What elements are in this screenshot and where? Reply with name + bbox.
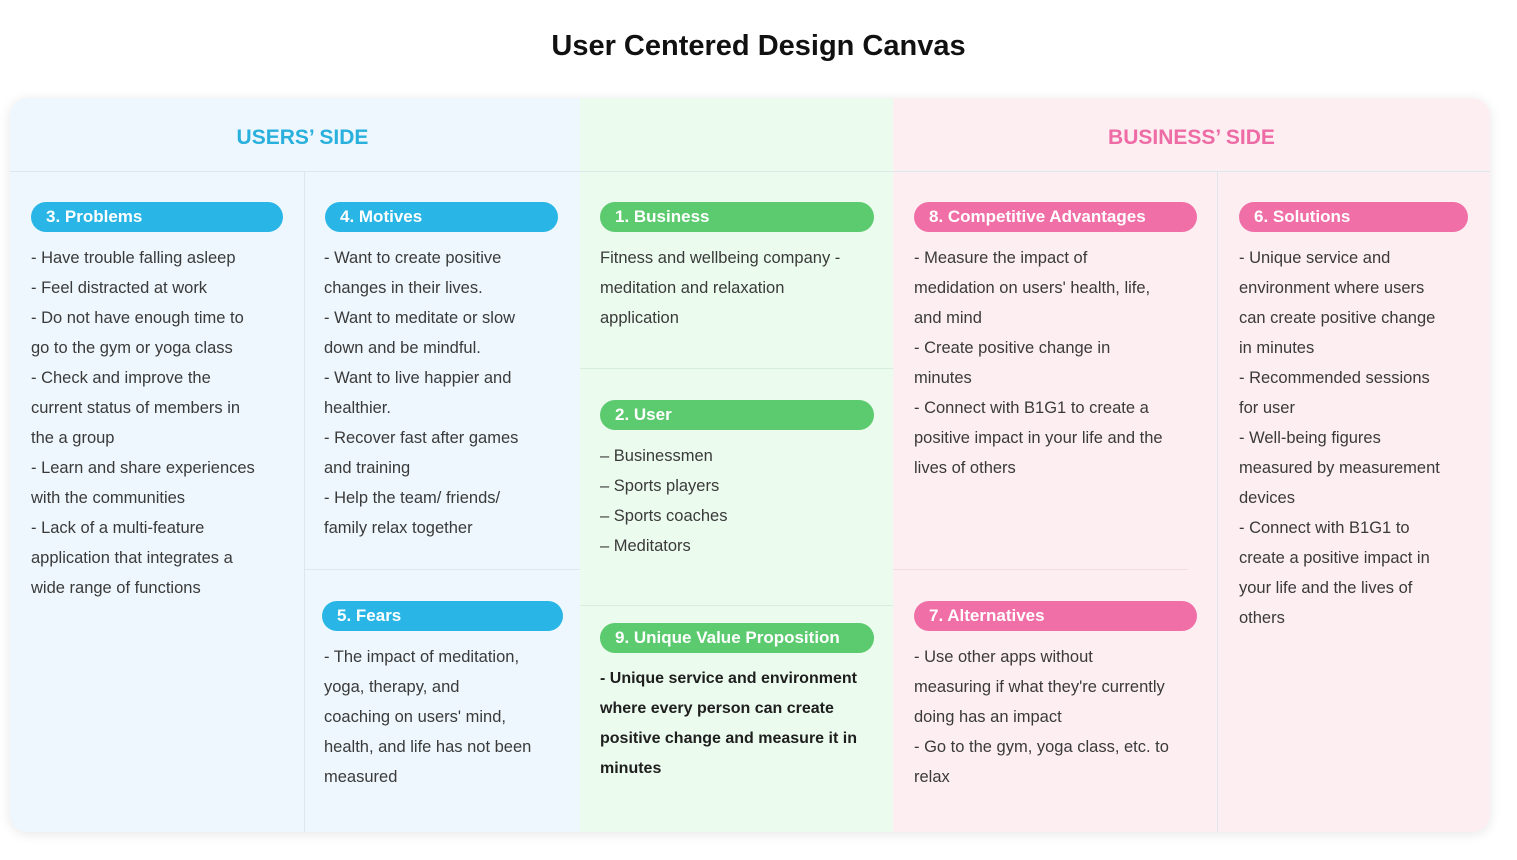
list-line: - Learn and share experiences (31, 459, 255, 477)
list-line: - Check and improve the (31, 369, 211, 387)
list-line: for user (1239, 399, 1295, 417)
list-line: and training (324, 459, 411, 477)
list-line: minutes (914, 369, 972, 387)
list-line: - Want to meditate or slow (324, 309, 516, 327)
list-line: - Unique service and environment (600, 670, 857, 687)
business-description: Fitness and wellbeing company - meditatio… (600, 243, 840, 333)
list-line: health, and life has not been (324, 738, 532, 756)
list-line: yoga, therapy, and (324, 678, 460, 696)
list-line: - Do not have enough time to (31, 309, 244, 327)
list-line: where every person can create (600, 700, 834, 717)
uvp-header: 9. Unique Value Proposition (600, 623, 874, 653)
design-canvas: USERS’ SIDE BUSINESS’ SIDE 3. Problems -… (10, 98, 1490, 832)
list-line: go to the gym or yoga class (31, 339, 233, 357)
solutions-header: 6. Solutions (1239, 202, 1468, 232)
alternatives-header: 7. Alternatives (914, 601, 1197, 631)
list-line: - Feel distracted at work (31, 279, 208, 297)
list-line: - Want to create positive (324, 249, 502, 267)
list-line: down and be mindful. (324, 339, 481, 357)
list-line: in minutes (1239, 339, 1315, 357)
list-line: others (1239, 609, 1285, 627)
list-line: – Sports coaches (600, 507, 728, 525)
uvp-list: - Unique service and environment where ev… (600, 664, 857, 784)
list-line: - Lack of a multi-feature (31, 519, 205, 537)
users-column-divider (304, 171, 305, 832)
problems-header: 3. Problems (31, 202, 283, 232)
list-line: can create positive change (1239, 309, 1436, 327)
solutions-list: - Unique service and environment where us… (1239, 243, 1440, 633)
list-line: doing has an impact (914, 708, 1062, 726)
list-line: - Recover fast after games (324, 429, 519, 447)
motives-list: - Want to create positive changes in thei… (324, 243, 518, 543)
list-line: - Use other apps without (914, 648, 1093, 666)
list-line: environment where users (1239, 279, 1425, 297)
motives-fears-divider (304, 569, 580, 570)
list-line: minutes (600, 760, 662, 777)
user-list: – Businessmen – Sports players – Sports co… (600, 441, 728, 561)
fears-header: 5. Fears (322, 601, 563, 631)
list-line: - Connect with B1G1 to (1239, 519, 1410, 537)
list-line: application that integrates a (31, 549, 233, 567)
list-line: medidation on users' health, life, (914, 279, 1151, 297)
list-line: the a group (31, 429, 115, 447)
list-line: and mind (914, 309, 982, 327)
user-header: 2. User (600, 400, 874, 430)
list-line: meditation and relaxation (600, 279, 785, 297)
competitive-alternatives-divider (893, 569, 1188, 570)
list-line: - Want to live happier and (324, 369, 512, 387)
fears-list: - The impact of meditation, yoga, therapy… (324, 642, 531, 792)
list-line: your life and the lives of (1239, 579, 1413, 597)
list-line: - Unique service and (1239, 249, 1391, 267)
business-side-label: BUSINESS’ SIDE (1108, 126, 1275, 149)
list-line: – Sports players (600, 477, 720, 495)
list-line: - Have trouble falling asleep (31, 249, 236, 267)
list-line: changes in their lives. (324, 279, 483, 297)
list-line: - Connect with B1G1 to create a (914, 399, 1149, 417)
list-line: – Meditators (600, 537, 691, 555)
list-line: coaching on users' mind, (324, 708, 506, 726)
business-user-divider (580, 368, 893, 369)
list-line: - Measure the impact of (914, 249, 1088, 267)
list-line: relax (914, 768, 950, 786)
list-line: wide range of functions (31, 579, 201, 597)
business-column-divider (1217, 171, 1218, 832)
list-line: - The impact of meditation, (324, 648, 520, 666)
business-header: 1. Business (600, 202, 874, 232)
competitive-advantages-header: 8. Competitive Advantages (914, 202, 1197, 232)
list-line: positive impact in your life and the (914, 429, 1163, 447)
list-line: measuring if what they're currently (914, 678, 1165, 696)
list-line: - Go to the gym, yoga class, etc. to (914, 738, 1169, 756)
page-title: User Centered Design Canvas (551, 30, 966, 62)
list-line: create a positive impact in (1239, 549, 1430, 567)
list-line: - Create positive change in (914, 339, 1111, 357)
list-line: Fitness and wellbeing company - (600, 249, 841, 267)
list-line: measured by measurement (1239, 459, 1440, 477)
user-uvp-divider (580, 605, 893, 606)
list-line: positive change and measure it in (600, 730, 857, 747)
list-line: lives of others (914, 459, 1016, 477)
list-line: family relax together (324, 519, 473, 537)
list-line: devices (1239, 489, 1295, 507)
list-line: healthier. (324, 399, 391, 417)
header-divider (10, 171, 1490, 172)
list-line: with the communities (31, 489, 186, 507)
list-line: measured (324, 768, 398, 786)
alternatives-list: - Use other apps without measuring if wha… (914, 642, 1169, 792)
users-side-label: USERS’ SIDE (236, 126, 369, 149)
problems-list: - Have trouble falling asleep - Feel dist… (31, 243, 255, 603)
competitive-advantages-list: - Measure the impact of medidation on use… (914, 243, 1163, 483)
list-line: - Recommended sessions (1239, 369, 1430, 387)
list-line: current status of members in (31, 399, 241, 417)
motives-header: 4. Motives (325, 202, 558, 232)
list-line: - Help the team/ friends/ (324, 489, 501, 507)
list-line: application (600, 309, 679, 327)
list-line: - Well-being figures (1239, 429, 1381, 447)
list-line: – Businessmen (600, 447, 713, 465)
